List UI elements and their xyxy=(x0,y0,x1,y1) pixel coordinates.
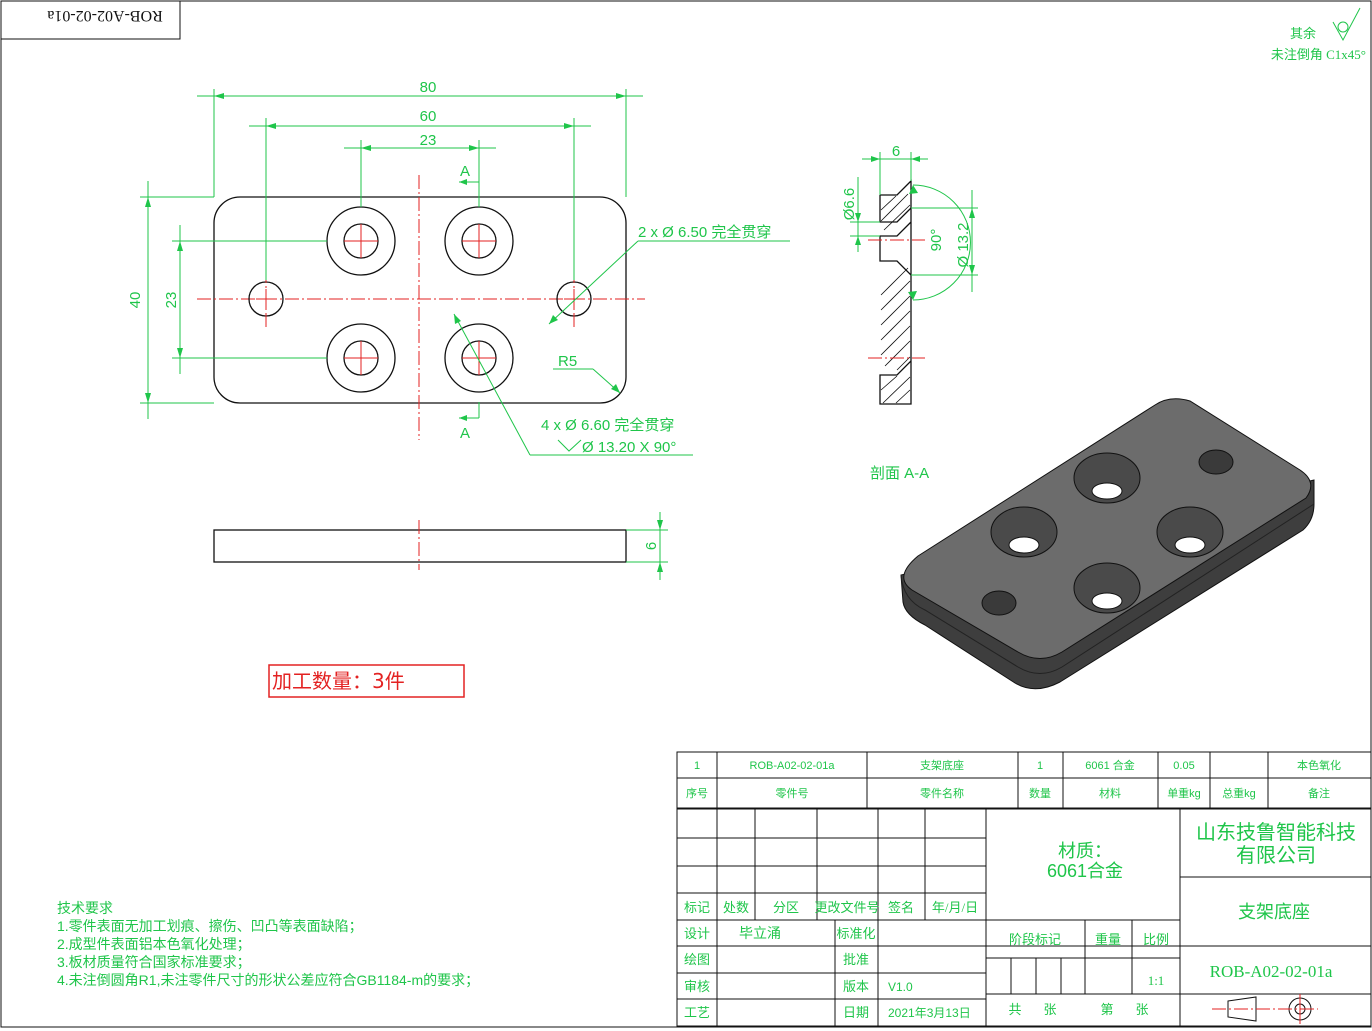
front-dimension-text: 80 60 23 40 23 A A 2 x Ø 6.50 完全贯穿 R5 4 … xyxy=(127,79,771,456)
bom-unit-weight: 0.05 xyxy=(1173,760,1194,772)
section-dim-countersink: Ø 13.2 xyxy=(955,222,972,267)
part-number: ROB-A02-02-01a xyxy=(1210,962,1333,981)
tech-item-2: 2.成型件表面铝本色氧化处理； xyxy=(57,936,251,953)
countersunk-hole-br xyxy=(444,323,514,393)
design-label: 设计 xyxy=(684,926,710,941)
part-name: 支架底座 xyxy=(1238,902,1310,922)
tech-requirements: 技术要求 1.零件表面无加工划痕、擦伤、凹凸等表面缺陷； 2.成型件表面铝本色氧… xyxy=(57,900,479,989)
material-value: 6061合金 xyxy=(1047,861,1123,881)
bom-part-name: 支架底座 xyxy=(920,758,964,772)
version-label: 版本 xyxy=(843,979,869,994)
dim-60: 60 xyxy=(420,108,437,125)
front-view xyxy=(197,175,645,440)
hole-callout-2x: 2 x Ø 6.50 完全贯穿 xyxy=(638,223,771,241)
countersink-callout: Ø 13.20 X 90° xyxy=(582,439,676,456)
surface-finish-icon xyxy=(1332,7,1361,42)
version-value: V1.0 xyxy=(888,980,913,994)
rev-count: 处数 xyxy=(723,900,749,915)
total-label: 共 xyxy=(1008,1002,1021,1017)
std-label: 标准化 xyxy=(836,926,875,941)
side-view: 6 xyxy=(213,512,668,580)
bom-header-no: 序号 xyxy=(686,786,708,800)
designer-name: 毕立涌 xyxy=(739,925,781,941)
section-dim-width: 6 xyxy=(892,143,900,160)
quantity-note: 加工数量：3件 xyxy=(272,669,405,693)
rev-doc: 更改文件号 xyxy=(814,900,879,915)
countersunk-hole-tr xyxy=(444,206,514,276)
surface-rest-text: 其余 xyxy=(1290,26,1316,41)
title-block-text: 标记 处数 分区 更改文件号 签名 年/月/日 设计 毕立涌 绘图 审核 工艺 … xyxy=(684,900,1169,1020)
isometric-view xyxy=(900,398,1315,690)
tech-title: 技术要求 xyxy=(57,900,113,916)
dim-80: 80 xyxy=(420,79,437,96)
section-label: 剖面 A-A xyxy=(870,465,929,482)
bom-remark: 本色氧化 xyxy=(1297,758,1341,772)
tech-item-4: 4.未注倒圆角R1,未注零件尺寸的形状公差应符合GB1184-m的要求； xyxy=(57,972,479,989)
rev-date: 年/月/日 xyxy=(932,900,978,915)
sheet-unit: 张 xyxy=(1135,1002,1148,1017)
title-block-main-text: 材质： 6061合金 山东技鲁智能科技 有限公司 支架底座 ROB-A02-02… xyxy=(1047,821,1356,981)
date-label: 日期 xyxy=(843,1005,869,1020)
dim-40: 40 xyxy=(127,292,144,309)
draw-label: 绘图 xyxy=(684,952,710,967)
projection-symbol-icon xyxy=(1212,994,1318,1024)
process-label: 工艺 xyxy=(684,1005,710,1020)
weight-label: 重量 xyxy=(1095,932,1121,947)
bom-qty: 1 xyxy=(1037,760,1043,772)
hole-callout-4x: 4 x Ø 6.60 完全贯穿 xyxy=(541,416,674,434)
bom-header-part-name: 零件名称 xyxy=(920,786,964,800)
bom-header-part-no: 零件号 xyxy=(776,787,809,800)
countersunk-hole-tl xyxy=(326,206,396,276)
section-view: 6 Ø6.6 Ø 13.2 90° xyxy=(841,143,978,405)
company-line-2: 有限公司 xyxy=(1236,844,1316,867)
bom-header-total-weight: 总重kg xyxy=(1222,786,1256,800)
material-label: 材质： xyxy=(1058,841,1112,861)
quantity-box xyxy=(268,664,465,698)
rev-sign: 签名 xyxy=(888,900,914,915)
countersunk-hole-bl xyxy=(326,323,396,393)
bom-part-no: ROB-A02-02-01a xyxy=(750,760,836,772)
corner-code: ROB-A02-02-01a xyxy=(47,7,163,24)
company-line-1: 山东技鲁智能科技 xyxy=(1196,821,1356,844)
bom-header-material: 材料 xyxy=(1099,786,1121,800)
dim-23-vertical: 23 xyxy=(163,292,180,309)
stage-label: 阶段标记 xyxy=(1009,932,1061,947)
section-marker-top: A xyxy=(460,163,470,180)
plate-outline xyxy=(213,196,627,404)
rev-zone: 分区 xyxy=(773,900,799,915)
bom-table: 1 ROB-A02-02-01a 支架底座 1 6061 合金 0.05 本色氧… xyxy=(676,751,1372,810)
tech-item-3: 3.板材质量符合国家标准要求； xyxy=(57,954,251,971)
section-marker-bottom: A xyxy=(460,425,470,442)
scale-value: 1:1 xyxy=(1148,973,1165,988)
bom-no: 1 xyxy=(694,760,700,772)
scale-label: 比例 xyxy=(1143,932,1169,947)
date-value: 2021年3月13日 xyxy=(888,1006,971,1020)
bom-header-qty: 数量 xyxy=(1029,787,1051,800)
section-dim-angle: 90° xyxy=(928,229,945,252)
chamfer-note: 未注倒角 C1x45° xyxy=(1271,47,1366,62)
dim-thickness: 6 xyxy=(643,542,660,550)
dim-23: 23 xyxy=(420,132,437,149)
tech-item-1: 1.零件表面无加工划痕、擦伤、凹凸等表面缺陷； xyxy=(57,918,363,935)
check-label: 审核 xyxy=(684,979,710,994)
radius-callout: R5 xyxy=(558,353,577,370)
front-dimensions xyxy=(140,89,790,456)
bom-header-remark: 备注 xyxy=(1308,786,1330,800)
section-dim-hole: Ø6.6 xyxy=(841,188,858,221)
sheet-label: 第 xyxy=(1100,1002,1113,1017)
bom-material: 6061 合金 xyxy=(1085,758,1135,772)
corner-code-box xyxy=(0,0,181,40)
bom-header-unit-weight: 单重kg xyxy=(1167,786,1201,800)
rev-mark: 标记 xyxy=(684,900,710,915)
title-block xyxy=(676,808,1372,1027)
approve-label: 批准 xyxy=(843,952,869,967)
total-unit: 张 xyxy=(1043,1002,1056,1017)
